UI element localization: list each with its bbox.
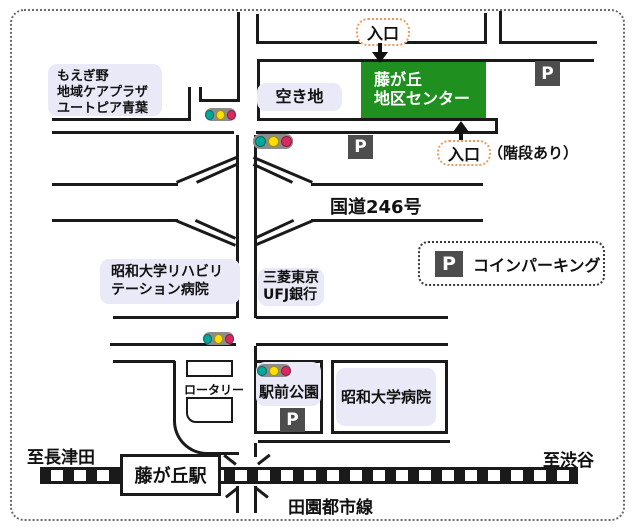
coin-parking-text: コインパーキング [473, 255, 601, 275]
route-246-south-edge [311, 219, 483, 222]
station-park-text: 駅前公園 [259, 383, 320, 401]
road-segment [256, 316, 448, 319]
traffic-signal-icon [203, 332, 234, 345]
entrance-top-badge: 入口 [356, 18, 410, 46]
entrance-top-arrow [378, 43, 382, 53]
road-segment [110, 343, 236, 346]
road-segment [484, 13, 487, 43]
rehab-hospital-label: 昭和大学リハビリ テーション病院 [100, 259, 240, 304]
parking-icon: P [280, 408, 305, 432]
rail-line-name: 田園都市線 [288, 498, 373, 518]
road-segment [257, 118, 497, 121]
road-segment [256, 343, 448, 346]
road-segment [113, 360, 175, 363]
rehab-hospital-line1: 昭和大学リハビリ [111, 264, 223, 280]
route-246-south-edge [52, 219, 178, 222]
traffic-signal-icon [253, 134, 293, 149]
bank-line1: 三菱東京 [263, 270, 319, 286]
road-segment [254, 486, 257, 513]
road-segment [199, 99, 240, 102]
coin-parking-legend: P コインパーキング [418, 241, 605, 286]
to-nagatsuta-label: 至長津田 [27, 448, 95, 468]
bank-line2: UFJ銀行 [263, 287, 318, 303]
road-segment [256, 14, 259, 42]
main-road-east-edge [254, 135, 257, 318]
rotary-label: ロータリー [184, 383, 245, 397]
road-segment [254, 346, 257, 362]
parking-icon: P [348, 135, 373, 159]
fujigaoka-station-box: 藤が丘駅 [120, 454, 221, 496]
route-246-north-edge [311, 183, 483, 186]
rotary-approach [173, 361, 176, 413]
moegino-line2: 地域ケアプラザ [57, 84, 149, 100]
rehab-hospital-line2: テーション病院 [111, 282, 209, 298]
entrance-stairs-note: （階段あり） [488, 144, 579, 162]
traffic-signal-icon [257, 364, 291, 377]
road-segment [236, 486, 239, 513]
road-segment [499, 11, 502, 43]
road-segment [256, 131, 498, 134]
district-center-name-line2: 地区センター [374, 89, 471, 108]
route-246-north-edge [52, 183, 178, 186]
road-segment [257, 59, 594, 62]
to-shibuya-label: 至渋谷 [543, 451, 594, 471]
road-segment [258, 440, 450, 443]
moegino-line3: ユートピア青葉 [57, 100, 149, 116]
entrance-bottom-badge: 入口 [437, 140, 491, 166]
parking-icon: P [435, 250, 463, 277]
district-center-box: 藤が丘 地区センター [361, 62, 486, 118]
map-border [10, 9, 625, 521]
bank-label: 三菱東京 UFJ銀行 [258, 268, 324, 306]
road-segment [199, 87, 202, 102]
route-246-label: 国道246号 [330, 197, 422, 218]
road-segment [52, 131, 234, 134]
road-segment [237, 12, 240, 102]
main-road-west-edge [236, 135, 239, 318]
moegino-care-plaza-label: もえぎ野 地域ケアプラザ ユートピア青葉 [48, 64, 162, 116]
moegino-line1: もえぎ野 [57, 69, 109, 84]
road-segment [113, 316, 236, 319]
entrance-bottom-arrow [459, 131, 463, 141]
traffic-signal-icon [205, 108, 236, 121]
rotary-island-upper [186, 360, 233, 377]
road-segment [202, 452, 239, 455]
road-segment [188, 87, 191, 121]
entrance-top-arrow-head [372, 52, 388, 63]
entrance-bottom-arrow-head [453, 121, 469, 132]
parking-icon: P [535, 61, 560, 86]
road-segment [52, 118, 188, 121]
district-center-name-line1: 藤が丘 [374, 70, 423, 89]
road-segment [495, 118, 498, 134]
road-segment [254, 443, 257, 457]
univ-hospital-label: 昭和大学病院 [336, 368, 436, 426]
road-segment [499, 41, 597, 44]
vacant-lot-label: 空き地 [257, 83, 342, 111]
